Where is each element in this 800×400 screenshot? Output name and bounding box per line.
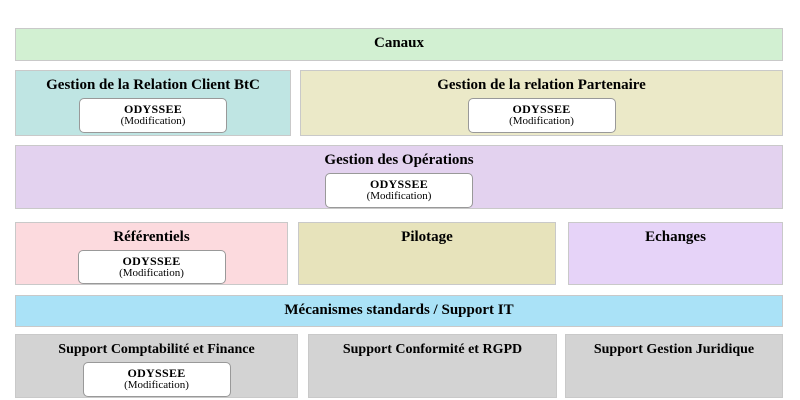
- block-gestion-relation-partenaire[interactable]: Gestion de la relation Partenaire ODYSSE…: [300, 70, 783, 136]
- block-gestion-relation-client-btc-label: Gestion de la Relation Client BtC: [46, 77, 260, 93]
- block-support-comptabilite-et-finance-label: Support Comptabilité et Finance: [58, 342, 255, 357]
- odyssee-chip-sub: (Modification): [124, 379, 189, 392]
- block-pilotage[interactable]: Pilotage: [298, 222, 556, 285]
- block-gestion-relation-partenaire-label: Gestion de la relation Partenaire: [437, 77, 646, 93]
- block-echanges[interactable]: Echanges: [568, 222, 783, 285]
- odyssee-chip[interactable]: ODYSSEE (Modification): [82, 362, 231, 397]
- odyssee-chip[interactable]: ODYSSEE (Modification): [77, 250, 226, 284]
- block-gestion-relation-client-btc[interactable]: Gestion de la Relation Client BtC ODYSSE…: [15, 70, 291, 136]
- odyssee-chip-name: ODYSSEE: [122, 253, 181, 268]
- block-referentiels-label: Référentiels: [113, 229, 190, 245]
- odyssee-chip-sub: (Modification): [366, 190, 432, 203]
- odyssee-chip-name: ODYSSEE: [369, 177, 429, 192]
- block-canaux[interactable]: Canaux: [15, 28, 783, 61]
- odyssee-chip[interactable]: ODYSSEE (Modification): [467, 98, 616, 133]
- block-pilotage-label: Pilotage: [401, 229, 453, 245]
- odyssee-chip-name: ODYSSEE: [127, 366, 186, 381]
- block-support-gestion-juridique[interactable]: Support Gestion Juridique: [565, 334, 783, 398]
- odyssee-chip[interactable]: ODYSSEE (Modification): [79, 98, 227, 133]
- block-support-conformite-et-rgpd[interactable]: Support Conformité et RGPD: [308, 334, 557, 398]
- odyssee-chip[interactable]: ODYSSEE (Modification): [325, 173, 473, 208]
- block-canaux-label: Canaux: [373, 35, 425, 51]
- block-support-conformite-et-rgpd-label: Support Conformité et RGPD: [342, 342, 523, 357]
- block-gestion-des-operations[interactable]: Gestion des Opérations ODYSSEE (Modifica…: [15, 145, 783, 209]
- odyssee-chip-sub: (Modification): [119, 266, 184, 279]
- block-support-gestion-juridique-label: Support Gestion Juridique: [593, 342, 755, 357]
- block-referentiels[interactable]: Référentiels ODYSSEE (Modification): [15, 222, 288, 285]
- block-echanges-label: Echanges: [645, 229, 706, 245]
- odyssee-chip-sub: (Modification): [509, 115, 574, 128]
- block-support-comptabilite-et-finance[interactable]: Support Comptabilité et Finance ODYSSEE …: [15, 334, 298, 398]
- odyssee-chip-name: ODYSSEE: [512, 102, 571, 117]
- block-mecanismes-standards-support-it-label: Mécanismes standards / Support IT: [284, 302, 514, 318]
- block-gestion-des-operations-label: Gestion des Opérations: [324, 152, 474, 168]
- odyssee-chip-sub: (Modification): [120, 115, 186, 128]
- odyssee-chip-name: ODYSSEE: [123, 102, 183, 117]
- block-mecanismes-standards-support-it[interactable]: Mécanismes standards / Support IT: [15, 295, 783, 327]
